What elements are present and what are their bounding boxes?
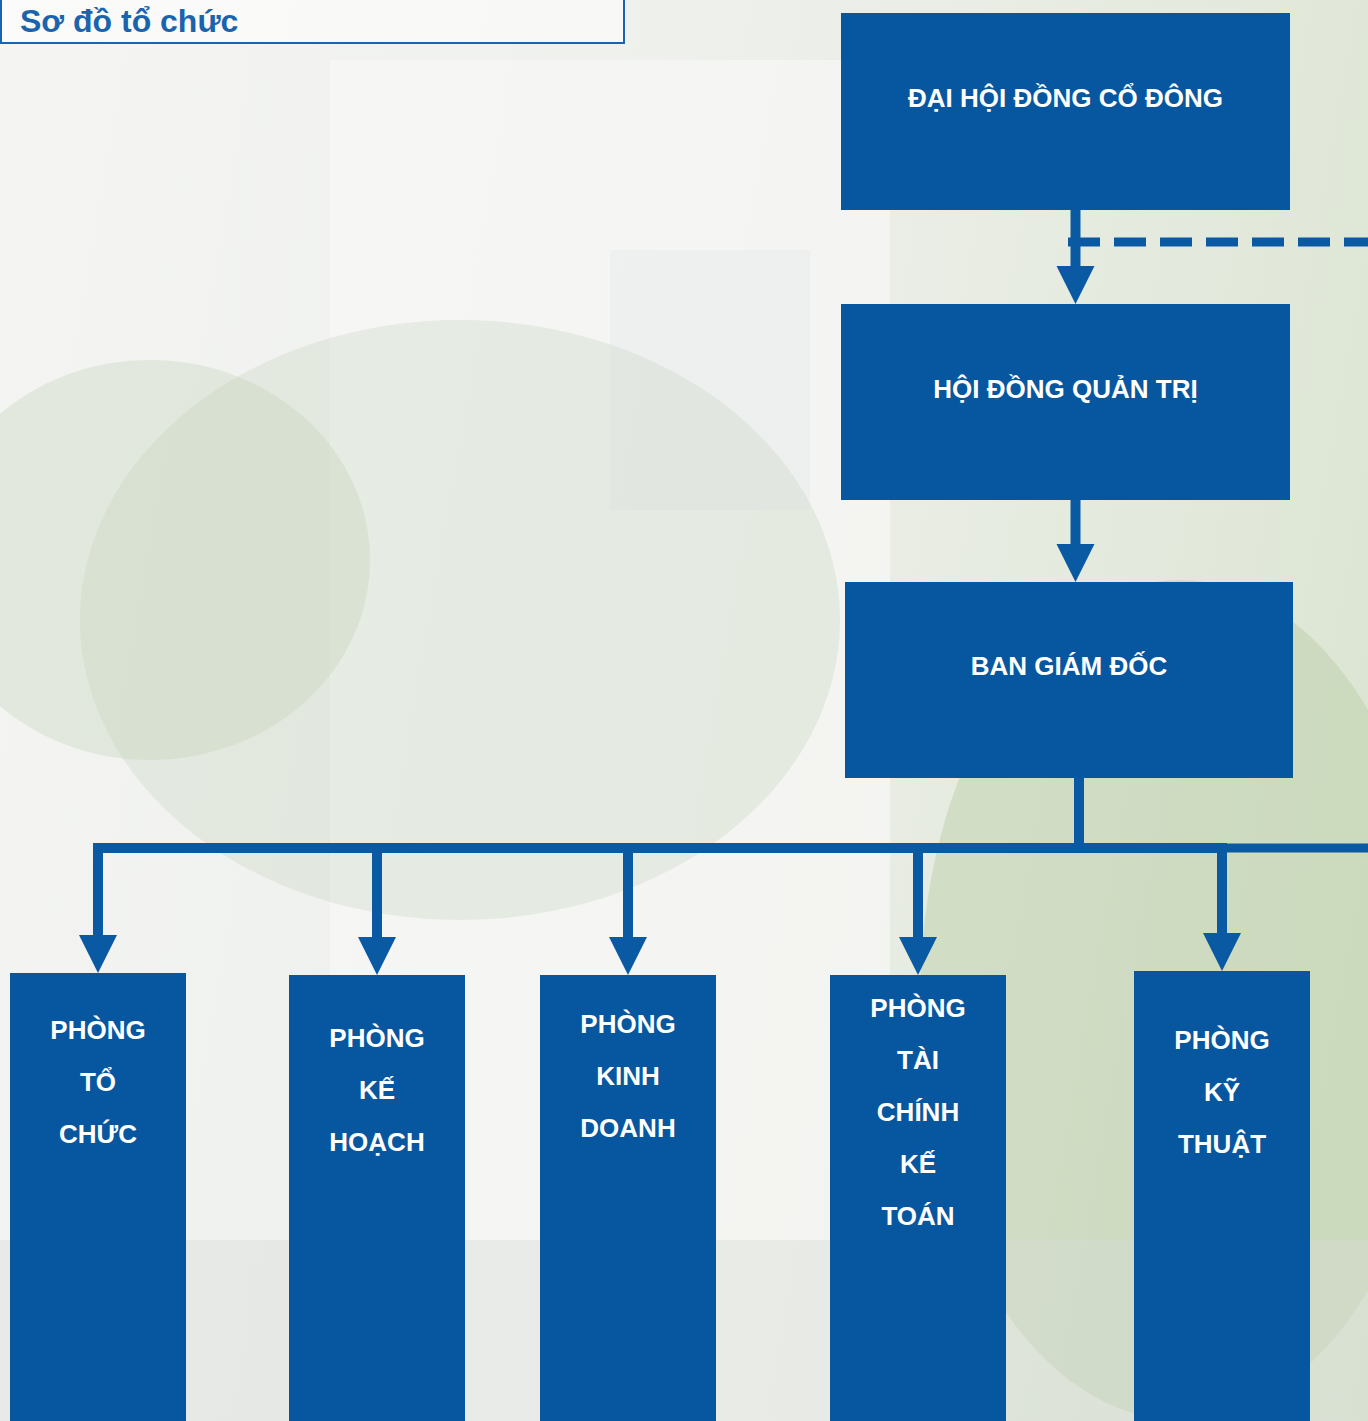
- arrow-head: [358, 937, 396, 975]
- box-label: PHÒNG KỸ THUẬT: [1174, 1014, 1269, 1170]
- management-box: HỘI ĐỒNG QUẢN TRỊ: [841, 304, 1290, 500]
- department-box: PHÒNG TÀI CHÍNH KẾ TOÁN: [830, 975, 1006, 1421]
- title-box: Sơ đồ tổ chức: [0, 0, 625, 44]
- box-label: PHÒNG KẾ HOẠCH: [329, 1012, 424, 1168]
- connector: [377, 778, 1079, 941]
- box-label: HỘI ĐỒNG QUẢN TRỊ: [841, 374, 1290, 404]
- dashed-connector: [1068, 238, 1368, 247]
- arrow-head: [1203, 933, 1241, 971]
- connector: [628, 778, 1079, 941]
- arrow-head: [899, 937, 937, 975]
- management-box: BAN GIÁM ĐỐC: [845, 582, 1293, 778]
- department-box: PHÒNG KẾ HOẠCH: [289, 975, 465, 1421]
- box-label: PHÒNG TỔ CHỨC: [50, 1004, 145, 1160]
- chart-title: Sơ đồ tổ chức: [20, 0, 623, 42]
- management-box: ĐẠI HỘI ĐỒNG CỔ ĐÔNG: [841, 13, 1290, 210]
- box-label: PHÒNG TÀI CHÍNH KẾ TOÁN: [870, 982, 965, 1242]
- department-box: PHÒNG TỔ CHỨC: [10, 973, 186, 1421]
- box-label: ĐẠI HỘI ĐỒNG CỔ ĐÔNG: [841, 83, 1290, 113]
- arrow-head: [1057, 266, 1095, 304]
- box-label: PHÒNG KINH DOANH: [580, 998, 675, 1154]
- box-label: BAN GIÁM ĐỐC: [845, 651, 1293, 681]
- department-box: PHÒNG KỸ THUẬT: [1134, 971, 1310, 1421]
- connector: [1079, 778, 1222, 937]
- connector: [98, 778, 1079, 939]
- arrow-head: [1057, 544, 1095, 582]
- connector: [1071, 210, 1081, 270]
- connector: [1071, 500, 1081, 548]
- department-box: PHÒNG KINH DOANH: [540, 975, 716, 1421]
- arrow-head: [609, 937, 647, 975]
- connector: [918, 778, 1079, 941]
- shrub: [0, 360, 370, 760]
- arrow-head: [79, 935, 117, 973]
